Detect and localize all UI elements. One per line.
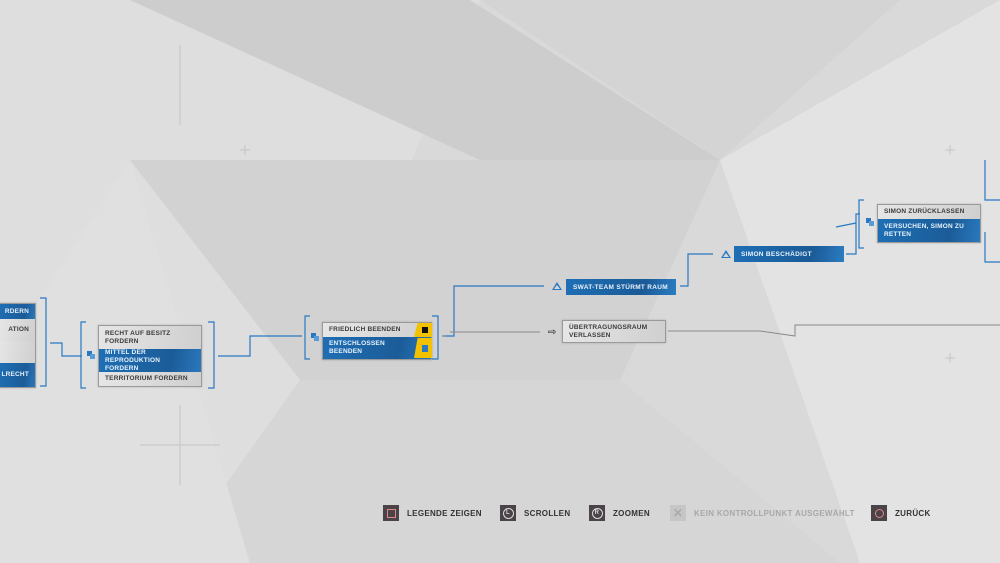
partial-choice-box: RDERN ATION LRECHT [0, 303, 36, 388]
lock-icon [414, 323, 432, 337]
choice-row-selected[interactable]: MITTEL DER REPRODUKTION FORDERN [99, 349, 201, 372]
cross-button-icon: ✕ [670, 505, 686, 521]
choice-row[interactable]: LRECHT [0, 363, 35, 387]
node-leave-room[interactable]: ÜBERTRAGUNGSRAUM VERLASSEN [562, 320, 666, 343]
legend-show-button[interactable]: LEGENDE ZEIGEN [383, 505, 482, 521]
choice-row[interactable]: ATION [0, 319, 35, 341]
choice-row[interactable]: RECHT AUF BESITZ FORDERN [99, 326, 201, 349]
choice-box-end: FRIEDLICH BEENDEN ENTSCHLOSSEN BEENDEN [322, 322, 432, 360]
triangle-icon [552, 282, 562, 290]
node-swat[interactable]: SWAT-TEAM STÜRMT RAUM [566, 279, 676, 295]
triangle-icon [721, 250, 731, 258]
circle-button-icon [871, 505, 887, 521]
square-button-icon [383, 505, 399, 521]
back-button[interactable]: ZURÜCK [871, 505, 931, 521]
unlock-icon [414, 338, 432, 358]
choice-row[interactable]: FRIEDLICH BEENDEN [323, 323, 431, 337]
choice-row[interactable] [0, 341, 35, 363]
multiple-choice-icon [866, 218, 874, 226]
right-stick-icon: R [589, 505, 605, 521]
multiple-choice-icon [87, 351, 95, 359]
node-simon-damaged[interactable]: SIMON BESCHÄDIGT [734, 246, 844, 262]
choice-row[interactable]: TERRITORIUM FORDERN [99, 372, 201, 386]
choice-row[interactable]: SIMON ZURÜCKLASSEN [878, 205, 980, 219]
choice-row-selected[interactable]: VERSUCHEN, SIMON ZU RETTEN [878, 219, 980, 242]
choice-row[interactable]: RDERN [0, 304, 35, 319]
choice-box-demands: RECHT AUF BESITZ FORDERN MITTEL DER REPR… [98, 325, 202, 387]
multiple-choice-icon [311, 333, 319, 341]
choice-box-simon: SIMON ZURÜCKLASSEN VERSUCHEN, SIMON ZU R… [877, 204, 981, 243]
left-stick-icon: L [500, 505, 516, 521]
checkpoint-status: ✕KEIN KONTROLLPUNKT AUSGEWÄHLT [670, 505, 855, 521]
arrow-exit-icon: ⇨ [548, 327, 557, 338]
choice-row-selected[interactable]: ENTSCHLOSSEN BEENDEN [323, 337, 431, 359]
